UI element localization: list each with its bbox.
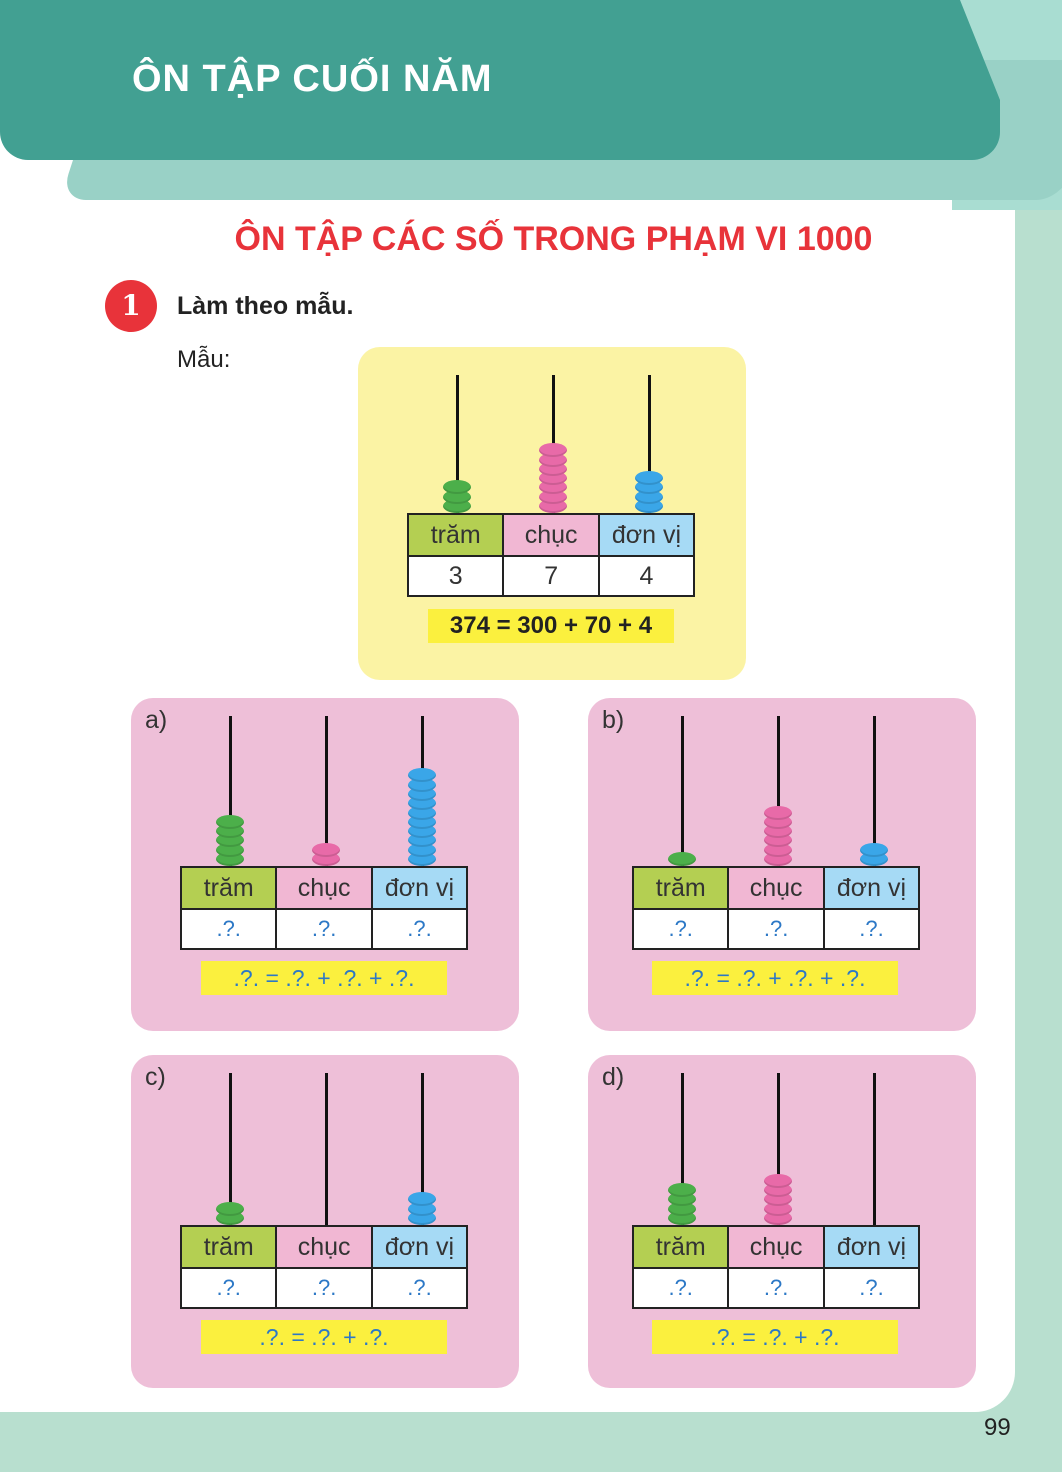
part-c-box: c) trăm chục đơn vị .?. .?. .?. .?. = .?… xyxy=(131,1055,519,1388)
value-tens: 7 xyxy=(502,555,600,597)
hundreds-bead xyxy=(668,1183,696,1198)
header-hundreds: trăm xyxy=(179,1225,278,1269)
ones-bead xyxy=(408,768,436,783)
header-tens: chục xyxy=(275,1225,373,1269)
place-value-table: trăm chục đơn vị .?. .?. .?. xyxy=(631,866,921,950)
ones-bead xyxy=(408,1192,436,1207)
tens-bead xyxy=(312,842,340,857)
part-a-box: a) trăm chục đơn vị .?. .?. .?. .?. = .?… xyxy=(131,698,519,1031)
sample-label: Mẫu: xyxy=(177,346,231,373)
value-hundreds: 3 xyxy=(406,555,505,597)
ones-rod xyxy=(872,716,876,866)
sample-equation: 374 = 300 + 70 + 4 xyxy=(428,609,674,643)
place-value-table: trăm chục đơn vị .?. .?. .?. xyxy=(179,1225,469,1309)
hundreds-bead xyxy=(216,814,244,829)
answer-ones[interactable]: .?. xyxy=(370,908,469,950)
ones-rod xyxy=(647,375,651,513)
hundreds-bead xyxy=(216,1201,244,1216)
answer-tens[interactable]: .?. xyxy=(275,1267,373,1309)
place-value-table: trăm chục đơn vị .?. .?. .?. xyxy=(631,1225,921,1309)
hundreds-bead xyxy=(443,480,471,495)
section-title: ÔN TẬP CÁC SỐ TRONG PHẠM VI 1000 xyxy=(234,220,873,258)
header-tens: chục xyxy=(275,866,373,910)
header-hundreds: trăm xyxy=(406,513,505,557)
header-hundreds: trăm xyxy=(631,866,730,910)
tens-rod xyxy=(324,1073,328,1225)
chapter-title: ÔN TẬP CUỐI NĂM xyxy=(132,58,493,100)
tens-bead xyxy=(539,443,567,458)
part-label: d) xyxy=(602,1063,625,1091)
hundreds-bead xyxy=(668,852,696,866)
tens-rod xyxy=(324,716,328,866)
header-banner xyxy=(0,0,1000,160)
header-ones: đơn vị xyxy=(822,1225,921,1269)
answer-tens[interactable]: .?. xyxy=(727,1267,825,1309)
part-label: c) xyxy=(145,1063,166,1091)
answer-hundreds[interactable]: .?. xyxy=(631,1267,730,1309)
hundreds-rod xyxy=(228,1073,232,1225)
exercise-instruction: Làm theo mẫu. xyxy=(177,292,354,320)
answer-equation[interactable]: .?. = .?. + .?. + .?. xyxy=(201,961,447,995)
part-label: b) xyxy=(602,706,625,734)
header-ones: đơn vị xyxy=(370,866,469,910)
answer-hundreds[interactable]: .?. xyxy=(631,908,730,950)
answer-ones[interactable]: .?. xyxy=(370,1267,469,1309)
header-ones: đơn vị xyxy=(822,866,921,910)
sample-box: trăm chục đơn vị 3 7 4 374 = 300 + 70 + … xyxy=(358,347,746,680)
answer-ones[interactable]: .?. xyxy=(822,1267,921,1309)
header-tens: chục xyxy=(727,866,825,910)
place-value-table: trăm chục đơn vị 3 7 4 xyxy=(406,513,696,597)
ones-rod xyxy=(872,1073,876,1225)
hundreds-rod xyxy=(455,375,459,513)
tens-bead xyxy=(764,1173,792,1188)
hundreds-rod xyxy=(680,716,684,866)
place-value-table: trăm chục đơn vị .?. .?. .?. xyxy=(179,866,469,950)
part-d-box: d) trăm chục đơn vị .?. .?. .?. .?. = .?… xyxy=(588,1055,976,1388)
tens-rod xyxy=(776,1073,780,1225)
header-ones: đơn vị xyxy=(370,1225,469,1269)
header-hundreds: trăm xyxy=(631,1225,730,1269)
answer-equation[interactable]: .?. = .?. + .?. xyxy=(201,1320,447,1354)
answer-hundreds[interactable]: .?. xyxy=(179,908,278,950)
answer-tens[interactable]: .?. xyxy=(727,908,825,950)
answer-ones[interactable]: .?. xyxy=(822,908,921,950)
answer-hundreds[interactable]: .?. xyxy=(179,1267,278,1309)
answer-equation[interactable]: .?. = .?. + .?. + .?. xyxy=(652,961,898,995)
header-hundreds: trăm xyxy=(179,866,278,910)
header-tens: chục xyxy=(502,513,600,557)
tens-bead xyxy=(764,805,792,820)
part-b-box: b) trăm chục đơn vị .?. .?. .?. .?. = .?… xyxy=(588,698,976,1031)
exercise-number: 1 xyxy=(105,280,157,332)
value-ones: 4 xyxy=(597,555,696,597)
hundreds-rod xyxy=(680,1073,684,1225)
ones-bead xyxy=(635,471,663,486)
ones-rod xyxy=(420,1073,424,1225)
hundreds-rod xyxy=(228,716,232,866)
tens-rod xyxy=(776,716,780,866)
answer-equation[interactable]: .?. = .?. + .?. xyxy=(652,1320,898,1354)
answer-tens[interactable]: .?. xyxy=(275,908,373,950)
ones-bead xyxy=(860,842,888,857)
part-label: a) xyxy=(145,706,168,734)
page-number: 99 xyxy=(984,1414,1011,1441)
header-tens: chục xyxy=(727,1225,825,1269)
header-ones: đơn vị xyxy=(597,513,696,557)
